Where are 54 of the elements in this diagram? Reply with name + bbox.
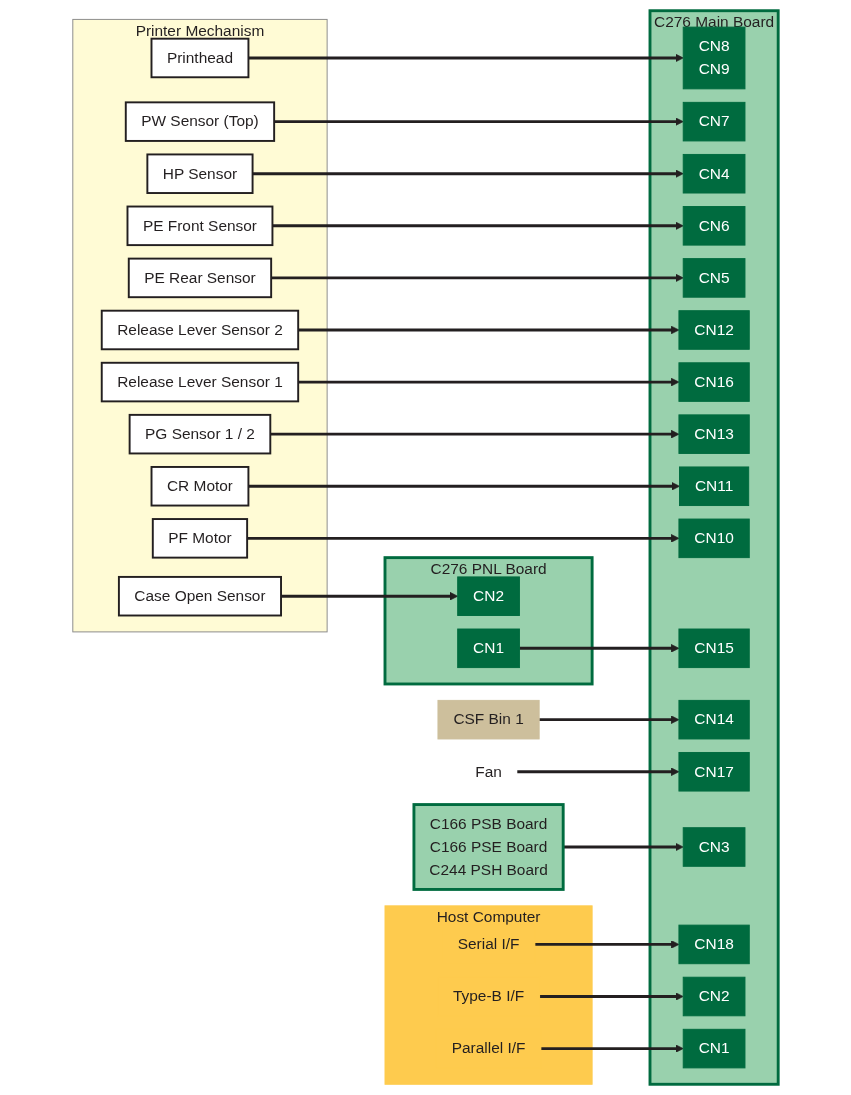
node-box: PW Sensor (Top) bbox=[124, 101, 276, 142]
node-box: PF Motor bbox=[151, 518, 249, 559]
arrow bbox=[248, 53, 684, 63]
node-box: Case Open Sensor bbox=[117, 575, 282, 617]
arrow bbox=[519, 644, 680, 653]
node-box: PE Rear Sensor bbox=[127, 257, 273, 299]
node-box: CN17 bbox=[678, 752, 750, 792]
arrow bbox=[540, 1044, 684, 1053]
arrow bbox=[281, 591, 459, 601]
node-box: CN18 bbox=[678, 924, 750, 965]
node-box: CN1 bbox=[457, 628, 520, 669]
node-box: CN1 bbox=[682, 1028, 746, 1069]
node-text: Parallel I/F bbox=[451, 1039, 526, 1057]
node-box: HP Sensor bbox=[146, 153, 254, 194]
node-box: CN13 bbox=[678, 414, 750, 454]
node-box: PE Front Sensor bbox=[126, 205, 274, 247]
node-box: PG Sensor 1 / 2 bbox=[128, 413, 272, 455]
node-box: CN15 bbox=[678, 628, 750, 669]
node-box: CR Motor bbox=[150, 466, 250, 507]
arrow bbox=[298, 377, 680, 387]
node-text: Fan bbox=[475, 763, 502, 780]
node-box: CSF Bin 1 bbox=[437, 699, 540, 740]
node-box: CN6 bbox=[682, 206, 746, 246]
node-box: CN2 bbox=[682, 976, 746, 1017]
node-box: CN14 bbox=[678, 699, 750, 740]
node-box: CN7 bbox=[682, 101, 746, 142]
arrow bbox=[534, 940, 680, 949]
node-box: CN2 bbox=[457, 576, 520, 616]
arrow bbox=[247, 534, 680, 543]
node-box: Release Lever Sensor 1 bbox=[100, 361, 300, 403]
node-box: CN4 bbox=[682, 153, 746, 194]
arrow bbox=[252, 169, 684, 178]
arrow bbox=[271, 273, 684, 283]
node-box: CN3 bbox=[682, 827, 746, 867]
node-box: CN8 CN9 bbox=[682, 26, 746, 90]
node-box: CN12 bbox=[678, 310, 750, 350]
node-box: CN16 bbox=[678, 362, 750, 402]
node-text: Type-B I/F bbox=[452, 987, 525, 1005]
arrow bbox=[298, 325, 680, 335]
arrow bbox=[270, 429, 680, 439]
node-box: Release Lever Sensor 2 bbox=[100, 309, 300, 351]
arrow bbox=[272, 221, 684, 231]
arrow bbox=[517, 767, 680, 776]
node-box: C166 PSB Board C166 PSE Board C244 PSH Board bbox=[412, 803, 565, 891]
node-text: Serial I/F bbox=[457, 935, 520, 953]
arrow bbox=[248, 482, 680, 491]
arrow bbox=[539, 992, 684, 1001]
node-box: CN10 bbox=[678, 518, 750, 559]
node-box: CN5 bbox=[682, 258, 746, 298]
node-box: CN11 bbox=[679, 466, 750, 507]
node-box: Printhead bbox=[150, 37, 250, 79]
arrow bbox=[539, 715, 680, 724]
arrow bbox=[274, 117, 684, 126]
arrow bbox=[563, 842, 684, 852]
